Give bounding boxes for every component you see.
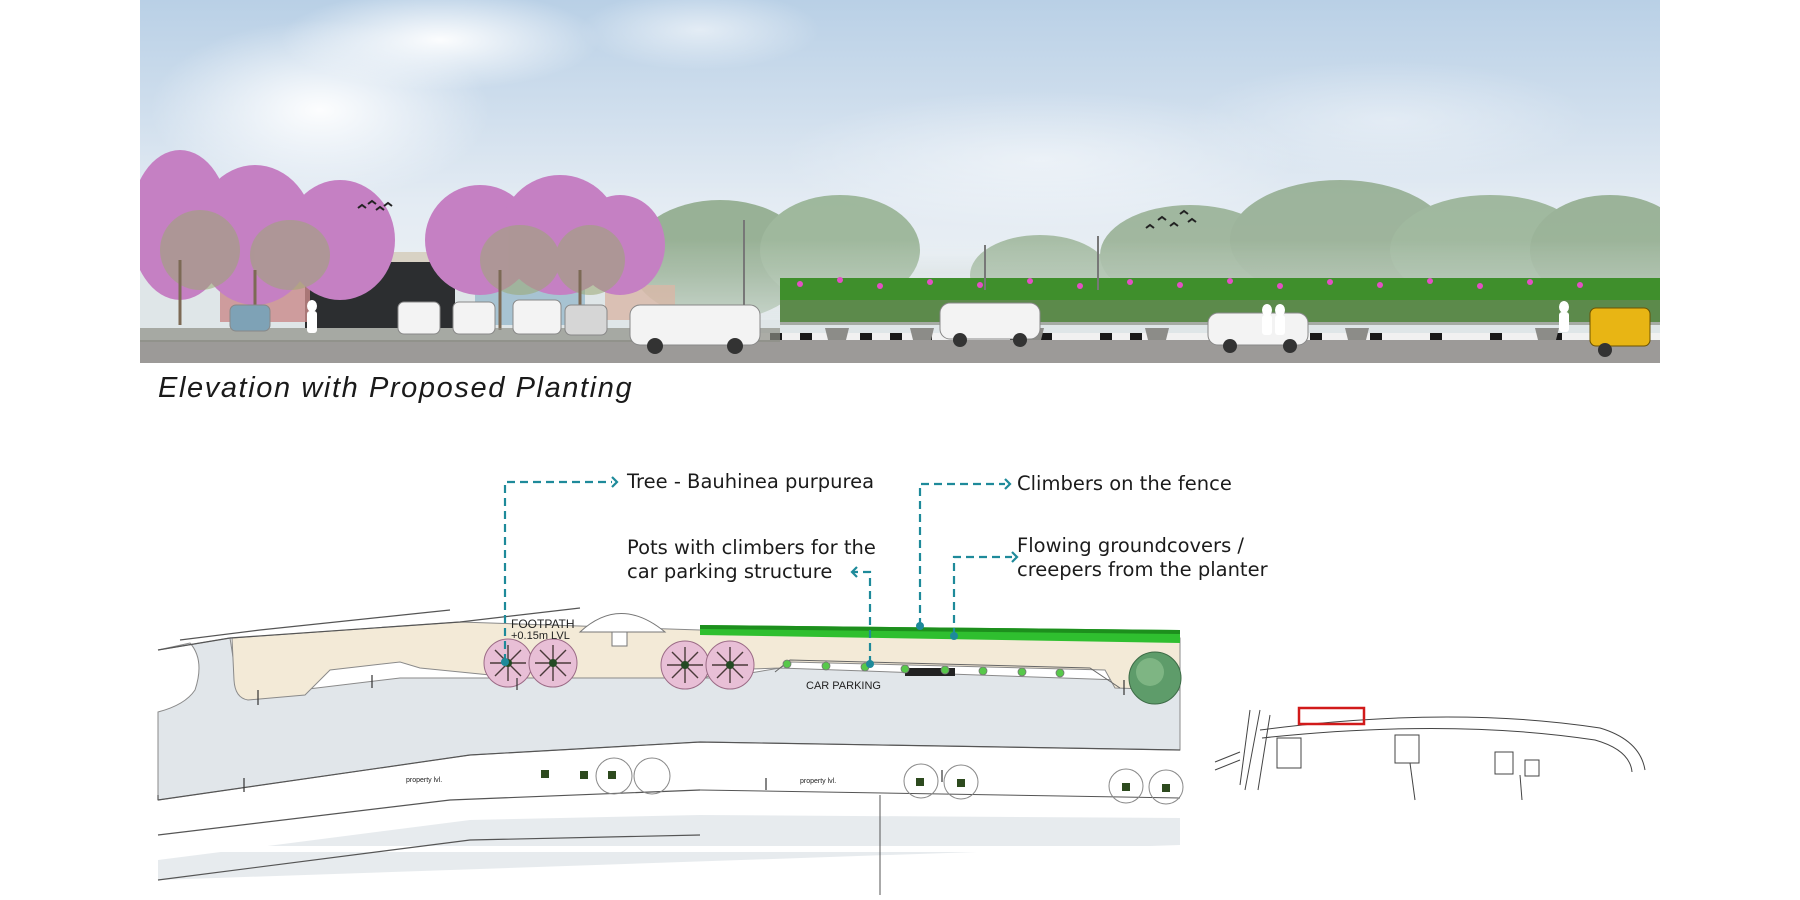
climber-pots [782, 659, 1065, 678]
leader-groundcovers [952, 555, 1012, 636]
annotation-tree: Tree - Bauhinea purpurea [627, 470, 875, 493]
parking-signage [905, 668, 955, 676]
parked-cars [229, 299, 1651, 347]
street-lights [743, 220, 1099, 305]
annotation-pots-line2: car parking structure [627, 560, 833, 583]
footpath-label: FOOTPATH [511, 617, 575, 631]
elevation-rendering [140, 0, 1660, 363]
leader-pots [852, 570, 872, 664]
pedestrian-silhouettes [307, 300, 1569, 335]
elevation-caption: Elevation with Proposed Planting [158, 372, 634, 404]
leader-endpoints [501, 622, 958, 668]
footpath-level-label: +0.15m LVL [511, 630, 570, 642]
flowering-trees [140, 150, 665, 330]
leader-tree [503, 480, 612, 662]
road-surface [140, 340, 1660, 363]
birds [357, 199, 1197, 229]
car-parking-shelter [774, 659, 1121, 689]
property-level-label: property lvl. [406, 777, 443, 784]
car-parking-label: CAR PARKING [806, 680, 881, 692]
clouds [150, 0, 1590, 230]
leader-climbers [918, 482, 1005, 626]
annotation-groundcovers-line2: creepers from the planter [1017, 558, 1268, 581]
key-map [1214, 709, 1646, 801]
key-map-highlight [1297, 706, 1366, 726]
leader-lines [503, 480, 1012, 664]
light-poles [243, 675, 1125, 792]
leader-arrowheads [611, 476, 1019, 578]
bauhinia-tree-symbols [483, 638, 755, 690]
annotation-climbers: Climbers on the fence [1017, 472, 1232, 495]
elevation-illustration [140, 0, 1660, 363]
annotation-groundcovers-line1: Flowing groundcovers / [1017, 534, 1244, 557]
pavilion-dome [578, 613, 667, 633]
property-level-label: property lvl. [800, 778, 837, 785]
street-tree-outlines [595, 757, 1184, 805]
annotation-pots-line1: Pots with climbers for the [627, 536, 876, 559]
